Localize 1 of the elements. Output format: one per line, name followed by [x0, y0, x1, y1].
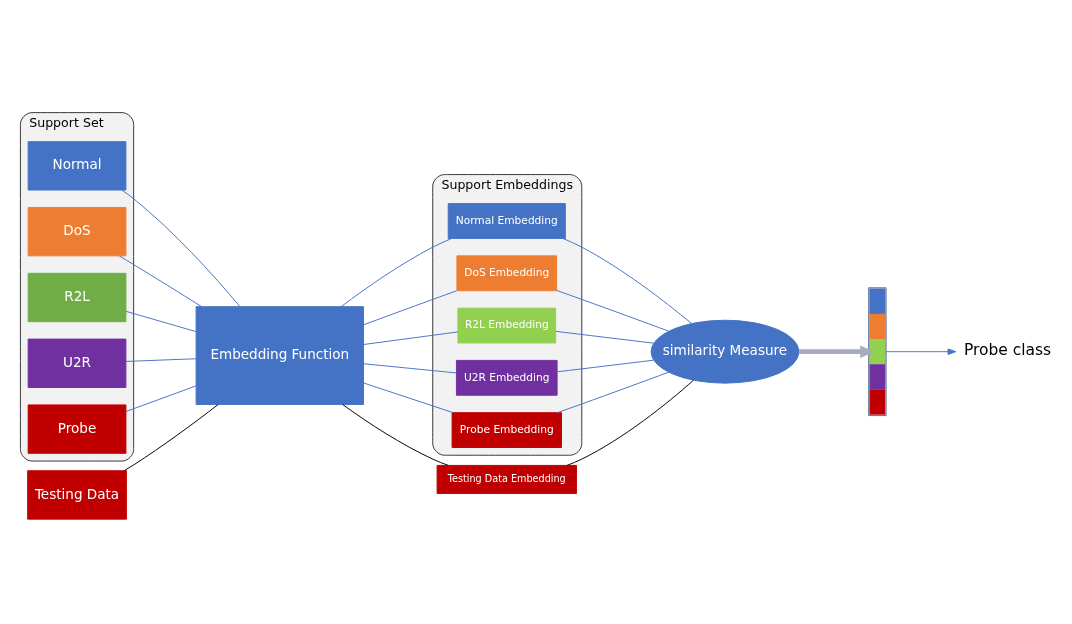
- node-text: Probe class: [963, 341, 1052, 360]
